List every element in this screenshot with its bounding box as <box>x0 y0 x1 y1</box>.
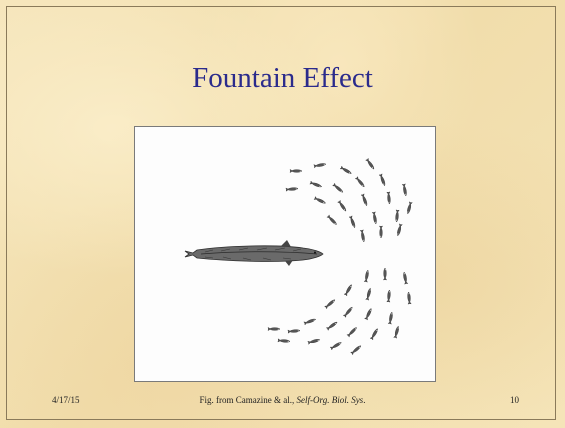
prey-fish-icon <box>309 180 323 189</box>
prey-fish-icon <box>405 201 413 215</box>
prey-fish-icon <box>401 183 408 197</box>
prey-fish-icon <box>313 196 327 206</box>
prey-fish-icon <box>332 182 345 194</box>
prey-fish-icon <box>285 186 299 192</box>
prey-fish-icon <box>342 305 354 318</box>
prey-fish-icon <box>339 165 353 176</box>
prey-fish-icon <box>382 267 388 281</box>
prey-fish-icon <box>386 191 392 205</box>
prey-fish-icon <box>363 269 370 283</box>
prey-fish-icon <box>346 325 359 338</box>
slide-number: 10 <box>510 395 519 405</box>
footer-date: 4/17/15 <box>52 395 80 405</box>
caption-source-title: Self-Org. Biol. Sys <box>296 395 364 405</box>
prey-fish-icon <box>386 289 392 303</box>
prey-school-upper <box>285 157 413 243</box>
prey-fish-icon <box>325 320 339 331</box>
prey-fish-icon <box>343 283 354 297</box>
slide-title: Fountain Effect <box>192 62 373 94</box>
prey-fish-icon <box>394 209 400 223</box>
prey-school-lower <box>267 267 412 356</box>
prey-fish-icon <box>326 214 339 227</box>
caption-prefix: Fig. from Camazine & al., <box>199 395 297 405</box>
prey-fish-icon <box>406 291 412 305</box>
figure-caption: Fig. from Camazine & al., Self-Org. Biol… <box>0 395 565 405</box>
prey-fish-icon <box>289 168 303 174</box>
prey-fish-icon <box>364 307 374 321</box>
prey-fish-icon <box>350 344 363 356</box>
prey-fish-icon <box>324 298 337 310</box>
prey-fish-icon <box>267 326 281 332</box>
prey-fish-icon <box>307 337 321 345</box>
slide-border <box>6 6 556 420</box>
prey-fish-icon <box>354 176 366 189</box>
predator-fish-icon <box>184 240 324 266</box>
prey-fish-icon <box>348 215 357 229</box>
prey-fish-icon <box>337 199 348 213</box>
prey-fish-icon <box>402 271 409 285</box>
prey-fish-icon <box>287 328 301 334</box>
prey-fish-icon <box>329 340 343 351</box>
prey-fish-icon <box>369 327 380 341</box>
prey-fish-icon <box>313 162 327 169</box>
caption-suffix: . <box>363 395 366 405</box>
prey-fish-icon <box>378 173 387 187</box>
prey-fish-icon <box>371 211 378 225</box>
prey-fish-icon <box>378 225 384 239</box>
prey-fish-icon <box>365 287 373 301</box>
prey-fish-icon <box>387 311 394 325</box>
prey-fish-icon <box>277 338 291 344</box>
prey-fish-icon <box>395 223 403 237</box>
fountain-effect-figure <box>134 126 436 382</box>
prey-fish-icon <box>303 317 317 326</box>
prey-fish-icon <box>393 325 401 339</box>
prey-fish-icon <box>359 229 366 243</box>
prey-fish-icon <box>360 193 369 207</box>
prey-fish-icon <box>365 157 376 171</box>
